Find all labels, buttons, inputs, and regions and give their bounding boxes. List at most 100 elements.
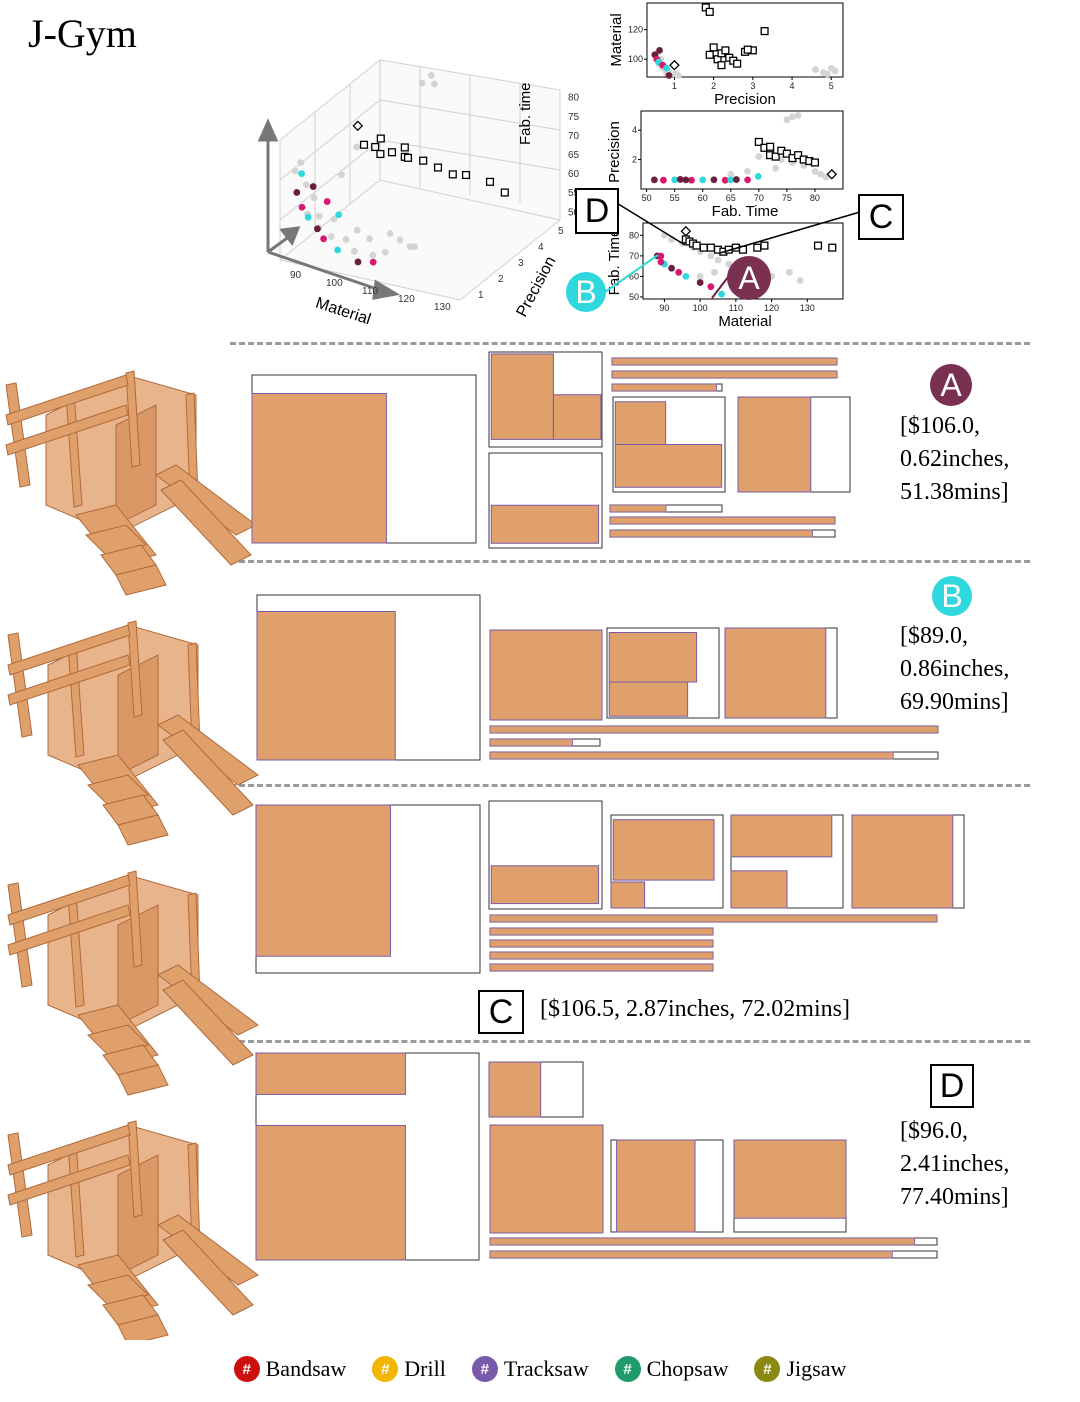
other-point xyxy=(303,181,310,189)
tracksaw-icon: # xyxy=(471,1356,498,1382)
stock-sheet xyxy=(488,351,603,448)
y-tick-label: 50 xyxy=(629,292,639,302)
callout-D: D xyxy=(575,188,619,234)
stock-sheet xyxy=(733,1139,847,1233)
other_designs-point xyxy=(461,170,471,180)
stock-board xyxy=(611,357,838,366)
other-point xyxy=(315,212,323,220)
pareto-point xyxy=(309,183,317,190)
pareto-point xyxy=(665,72,673,79)
other_designs-point xyxy=(810,158,819,167)
stock-board xyxy=(489,939,714,948)
pareto-point xyxy=(660,176,667,184)
x-tick-label: 5 xyxy=(829,81,834,91)
design_D-point xyxy=(680,225,692,237)
drill-icon: # xyxy=(372,1356,399,1382)
other-point xyxy=(366,235,373,243)
other-point xyxy=(696,273,704,280)
stats-cost: [$106.0, xyxy=(900,413,980,439)
other_designs-point xyxy=(376,134,385,143)
separator xyxy=(230,1040,1030,1043)
pareto-point xyxy=(718,290,725,298)
stock-board xyxy=(609,516,836,525)
y-tick-label: 100 xyxy=(628,54,643,64)
stock-board xyxy=(611,383,723,392)
x-tick-label: 120 xyxy=(398,294,415,305)
stock-board xyxy=(609,529,836,538)
ylabel: Precision xyxy=(606,121,623,183)
other-point xyxy=(418,79,426,87)
other_designs-point xyxy=(717,61,726,70)
other-point xyxy=(811,167,819,175)
design_D-point xyxy=(826,168,838,180)
pareto-point xyxy=(354,258,362,266)
stock-board xyxy=(489,1237,938,1246)
other-point xyxy=(431,80,438,88)
stats-time: 77.40mins] xyxy=(900,1184,1009,1210)
y-tick-label: 70 xyxy=(629,251,639,261)
x-tick-label: 2 xyxy=(711,81,716,91)
tool-legend: # Bandsaw # Drill # Tracksaw # Chopsaw #… xyxy=(0,1356,1080,1382)
other_designs-point xyxy=(766,142,775,151)
design-stats-B: [$89.0, 0.86inches, 69.90mins] xyxy=(900,620,1009,719)
stock-sheet xyxy=(724,627,838,719)
other_designs-point xyxy=(387,148,397,157)
pareto-point xyxy=(657,258,665,266)
pareto-point xyxy=(369,258,377,266)
x-tick-label: 110 xyxy=(362,286,378,297)
stock-sheet xyxy=(488,800,603,910)
x-tick-label: 65 xyxy=(726,193,736,203)
stock-sheet xyxy=(489,629,603,721)
other_designs-point xyxy=(705,50,714,59)
design-stats-A: [$106.0, 0.62inches, 51.38mins] xyxy=(900,410,1009,509)
x-tick-label: 130 xyxy=(800,303,815,313)
points xyxy=(651,3,839,79)
other-point xyxy=(330,215,338,223)
bandsaw-icon: # xyxy=(233,1356,260,1382)
gym-illustration xyxy=(7,1120,259,1340)
pareto-point xyxy=(721,176,729,184)
legend-label: Chopsaw xyxy=(646,1356,729,1381)
other-point xyxy=(812,66,819,73)
plot-frame xyxy=(640,110,844,190)
other_designs-point xyxy=(771,152,780,161)
other-point xyxy=(297,159,305,167)
pareto-point xyxy=(334,246,341,254)
other-point xyxy=(381,248,389,256)
other-point xyxy=(796,277,804,284)
other_designs-point xyxy=(705,7,714,16)
stock-board xyxy=(489,1250,938,1259)
stats-precision: 2.41inches, xyxy=(900,1151,1010,1177)
other_designs-point xyxy=(794,151,803,160)
stock-sheet xyxy=(255,1052,480,1261)
other-point xyxy=(386,230,394,237)
callout-B: B xyxy=(566,272,606,312)
design-layouts xyxy=(5,351,965,1340)
pareto-point xyxy=(688,176,695,184)
design_D-point xyxy=(669,59,680,71)
stock-sheet xyxy=(251,374,477,544)
other_designs-point xyxy=(743,45,752,54)
y-tick-label: 2 xyxy=(632,155,637,165)
pareto-point xyxy=(656,46,663,54)
stock-board xyxy=(489,927,714,936)
x-tick-label: 100 xyxy=(326,278,343,289)
design-label-B: B xyxy=(932,576,972,616)
z-tick-label: 65 xyxy=(568,150,580,161)
stock-sheet xyxy=(730,814,844,909)
other-point xyxy=(707,252,715,260)
3d-points xyxy=(291,72,509,266)
other-point xyxy=(789,113,796,121)
legend-item-drill: # Drill xyxy=(372,1356,446,1382)
stock-board xyxy=(489,738,601,747)
stats-cost: [$96.0, xyxy=(900,1118,968,1144)
y-tick-label: 1 xyxy=(478,290,484,301)
pareto-point xyxy=(335,211,343,219)
pareto-point xyxy=(682,273,690,280)
design-label-C: C xyxy=(478,990,524,1034)
x-tick-label: 60 xyxy=(698,193,708,203)
jigsaw-icon: # xyxy=(754,1356,781,1382)
other-point xyxy=(427,72,435,79)
